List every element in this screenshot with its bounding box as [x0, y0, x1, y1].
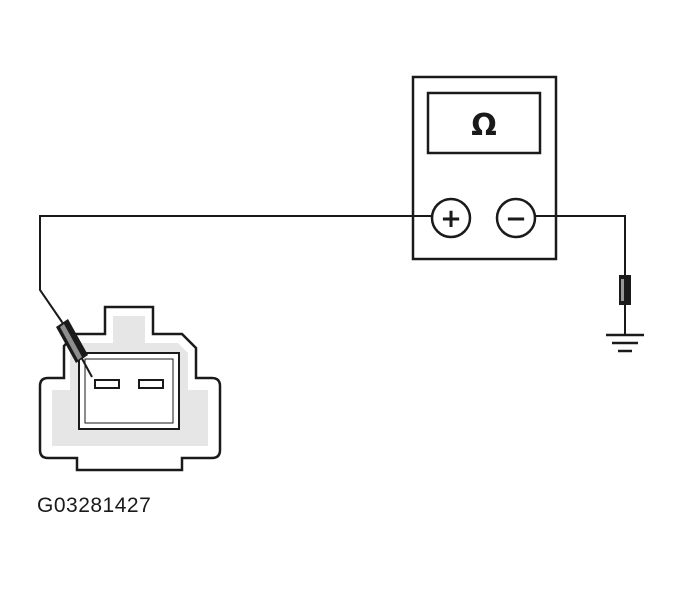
negative-lead-wire — [535, 215, 626, 276]
terminal-pin-2 — [138, 379, 164, 389]
figure-id-label: G03281427 — [37, 494, 152, 517]
terminal-pin-1 — [94, 379, 120, 389]
terminal-cavity-inner — [84, 358, 174, 424]
ohmmeter: Ω + − — [411, 75, 558, 261]
ground-symbol-icon — [606, 333, 644, 353]
positive-terminal-label: + — [440, 204, 462, 234]
positive-probe — [56, 319, 93, 378]
negative-terminal-label: − — [505, 204, 527, 234]
meter-display — [426, 91, 542, 155]
negative-terminal — [495, 197, 537, 239]
harness-connector — [38, 305, 222, 472]
positive-terminal — [430, 197, 472, 239]
positive-lead-wire — [39, 215, 432, 323]
ground-probe — [619, 275, 631, 334]
ohm-symbol: Ω — [471, 108, 497, 143]
